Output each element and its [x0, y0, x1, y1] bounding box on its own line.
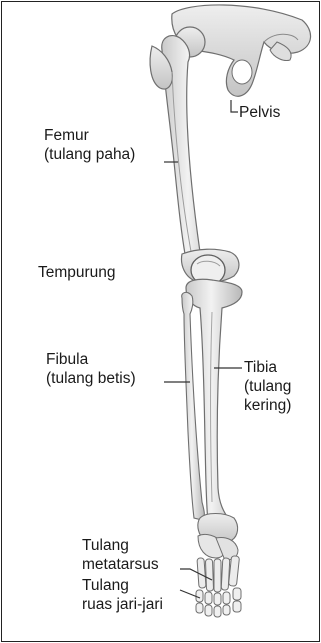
fibula-label-line1: Fibula — [46, 350, 136, 369]
pelvis-label-text: Pelvis — [239, 103, 280, 122]
fibula-label: Fibula (tulang betis) — [46, 350, 136, 388]
metatarsus-leader — [180, 569, 198, 573]
foot-bones — [196, 514, 241, 618]
phalanges-label-line1: Tulang — [82, 576, 163, 595]
femur-label: Femur (tulang paha) — [44, 126, 135, 164]
phalanges-label: Tulang ruas jari-jari — [82, 576, 163, 614]
pelvis-label: Pelvis — [239, 103, 280, 122]
metatarsus-label-line1: Tulang — [82, 536, 159, 555]
pelvis-leader — [231, 100, 238, 112]
fibula-label-line2: (tulang betis) — [46, 369, 136, 388]
tibia-label-line2: (tulang — [244, 377, 291, 396]
femur-label-line2: (tulang paha) — [44, 145, 135, 164]
metatarsus-label: Tulang metatarsus — [82, 536, 159, 574]
femur-bone — [150, 27, 239, 283]
tempurung-label: Tempurung — [38, 263, 116, 282]
femur-label-line1: Femur — [44, 126, 135, 145]
tempurung-label-text: Tempurung — [38, 263, 116, 282]
tibia-label: Tibia (tulang kering) — [244, 358, 291, 415]
metatarsus-label-line2: metatarsus — [82, 555, 159, 574]
tibia-label-line1: Tibia — [244, 358, 291, 377]
tibia-label-line3: kering) — [244, 396, 291, 415]
phalanges-label-line2: ruas jari-jari — [82, 595, 163, 614]
